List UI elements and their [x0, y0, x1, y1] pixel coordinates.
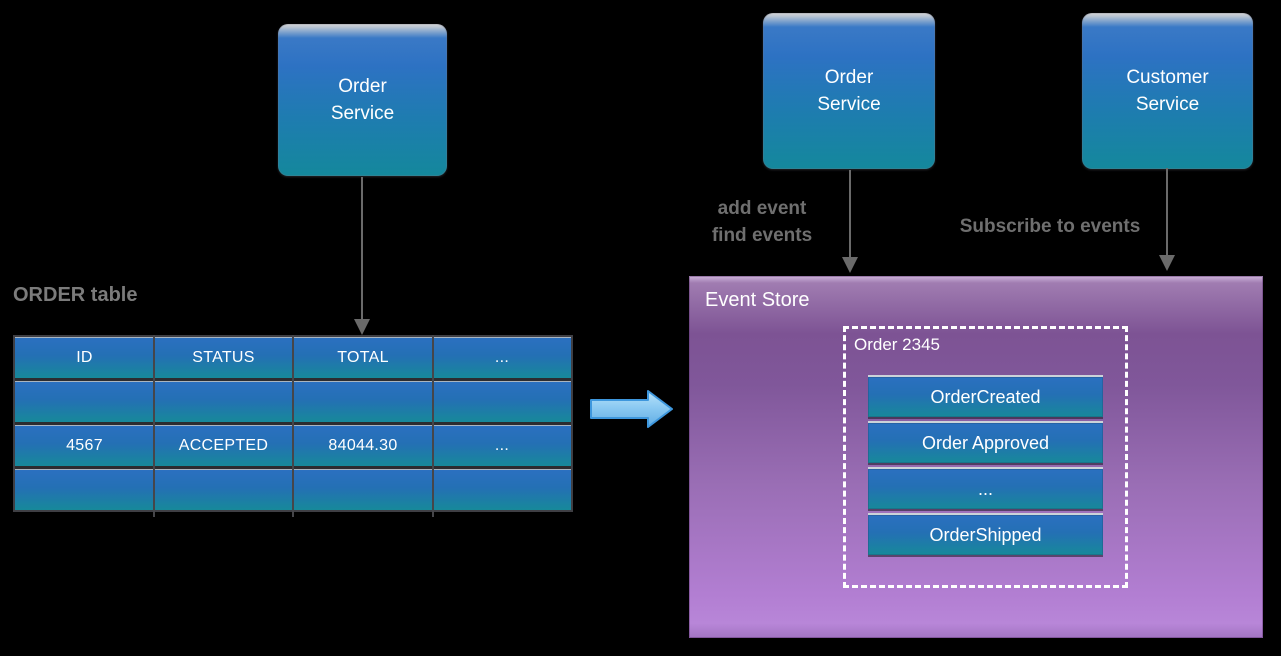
event-store-title: Event Store	[705, 289, 810, 311]
order-service-box-right: Order Service	[763, 13, 935, 169]
order-service-left-label-line2: Service	[330, 103, 395, 124]
event-store: Event Store Order 2345 OrderCreated Orde…	[689, 276, 1263, 638]
order-table-label: ORDER table	[13, 284, 138, 306]
table-cell	[433, 470, 571, 510]
flow-right-arrow-icon	[590, 390, 673, 428]
table-cell	[154, 382, 293, 422]
customer-service-label-line1: Customer	[1126, 67, 1209, 88]
header-cell-more: ...	[494, 349, 510, 366]
subscribe-events-label: Subscribe to events	[959, 216, 1141, 237]
event-bar-order-created: OrderCreated	[868, 375, 1103, 417]
arrow-customer-service-to-event-store-head-icon	[1159, 255, 1175, 271]
table-column-divider	[153, 335, 155, 517]
customer-service-label-line2: Service	[1135, 94, 1200, 115]
arrow-order-service-to-table-head-icon	[354, 319, 370, 335]
header-cell-id: ID	[76, 349, 93, 366]
table-cell	[15, 470, 154, 510]
order-service-right-label-line1: Order	[824, 67, 874, 88]
arrow-customer-service-to-event-store	[1166, 168, 1168, 256]
header-cell-total: TOTAL	[337, 349, 389, 366]
add-event-label-line: add event	[717, 198, 807, 219]
order-table: ID STATUS TOTAL ... 4567 ACCEPTED 84044.…	[13, 335, 573, 517]
order-service-left-label-line1: Order	[338, 76, 387, 97]
table-column-divider	[432, 335, 434, 517]
table-cell	[433, 382, 571, 422]
table-cell	[15, 382, 154, 422]
order-aggregate-label: Order 2345	[854, 335, 940, 354]
event-stream: OrderCreated Order Approved ... OrderShi…	[868, 375, 1103, 559]
arrow-order-service-to-table	[361, 177, 363, 320]
header-cell-status: STATUS	[192, 349, 255, 366]
table-cell	[293, 470, 433, 510]
add-find-events-label: add event find events	[682, 195, 842, 249]
arrow-order-service-to-event-store	[849, 170, 851, 258]
find-events-label-line: find events	[711, 225, 813, 246]
customer-service-box: Customer Service	[1082, 13, 1253, 169]
table-column-divider	[292, 335, 294, 517]
order-service-right-label-line2: Service	[817, 94, 881, 115]
cell-order-total: 84044.30	[328, 437, 398, 454]
cell-order-status: ACCEPTED	[178, 437, 269, 454]
cell-order-id: 4567	[66, 437, 103, 454]
event-bar-order-approved: Order Approved	[868, 421, 1103, 463]
cell-order-more: ...	[494, 437, 510, 454]
order-aggregate-group: Order 2345 OrderCreated Order Approved .…	[843, 326, 1128, 588]
arrow-order-service-to-event-store-head-icon	[842, 257, 858, 273]
event-bar-order-shipped: OrderShipped	[868, 513, 1103, 555]
order-service-box-left: Order Service	[278, 24, 447, 176]
event-bar-ellipsis: ...	[868, 467, 1103, 509]
table-cell	[154, 470, 293, 510]
table-cell	[293, 382, 433, 422]
